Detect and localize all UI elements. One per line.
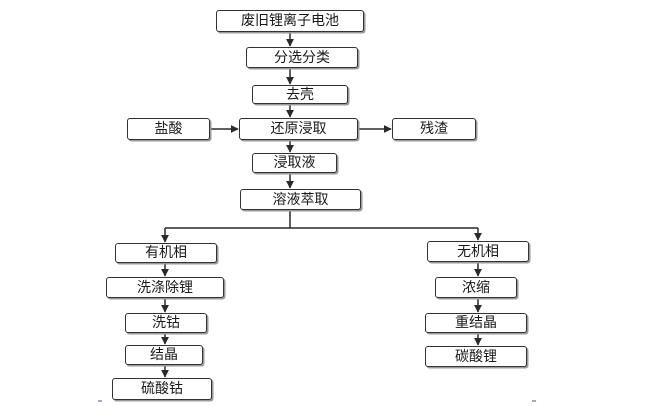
node-cobalt-sulfate: 硫酸钴 — [112, 378, 212, 400]
node-crystallization: 结晶 — [125, 345, 203, 365]
node-waste-battery: 废旧锂离子电池 — [216, 10, 364, 32]
node-wash-cobalt: 洗钴 — [125, 313, 207, 333]
node-leachate: 浸取液 — [252, 153, 337, 173]
node-concentration: 浓缩 — [435, 277, 517, 298]
node-residue: 残渣 — [392, 118, 476, 140]
node-wash-remove-lithium: 洗涤除锂 — [106, 277, 224, 298]
node-shell-removal: 去壳 — [252, 85, 348, 104]
node-hydrochloric-acid: 盐酸 — [127, 118, 210, 140]
node-organic-phase: 有机相 — [115, 243, 217, 263]
node-sorting: 分选分类 — [246, 47, 358, 68]
node-lithium-carbonate: 碳酸锂 — [425, 346, 527, 367]
node-solvent-extraction: 溶液萃取 — [240, 189, 361, 210]
node-inorganic-phase: 无机相 — [427, 241, 529, 262]
node-reduction-leaching: 还原浸取 — [239, 118, 358, 140]
node-recrystallization: 重结晶 — [425, 313, 527, 333]
